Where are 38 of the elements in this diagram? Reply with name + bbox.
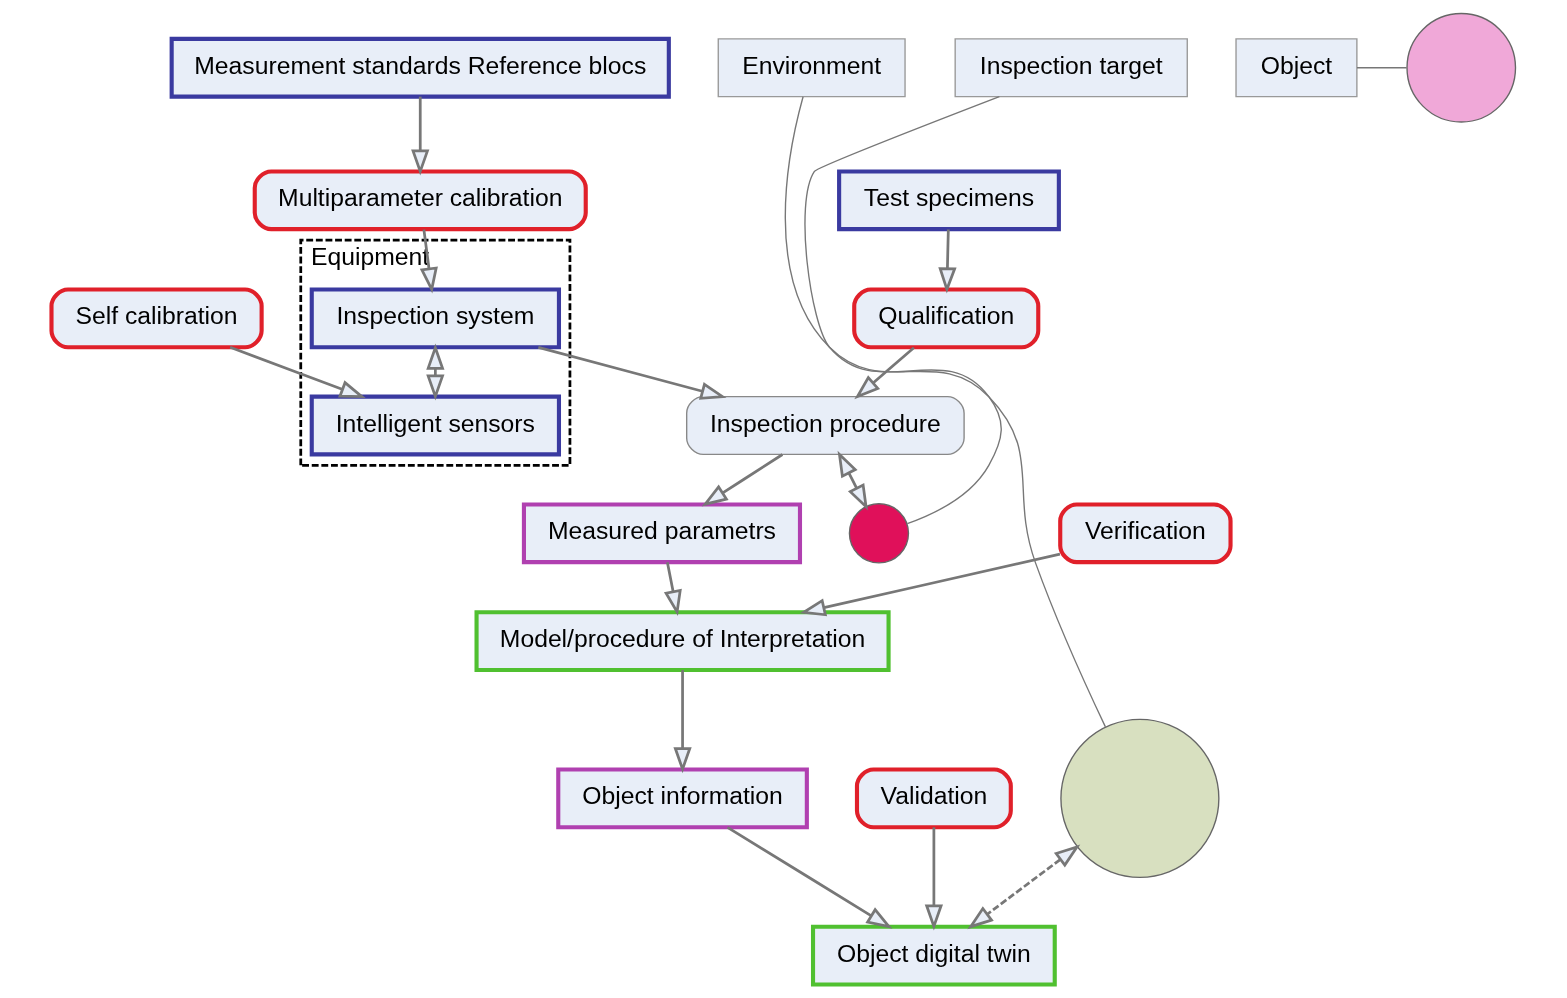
node-box: Qualification xyxy=(852,287,1041,350)
arrow xyxy=(726,826,893,929)
arrow xyxy=(673,670,692,774)
node-box: Inspection procedure xyxy=(686,396,965,456)
node-box: Inspection target xyxy=(954,38,1188,98)
node-box: Validation xyxy=(854,767,1013,830)
node-box: Model/procedure of Interpretation xyxy=(474,610,891,673)
arrow xyxy=(538,346,727,400)
arrow xyxy=(938,229,957,294)
node-box: Object digital twin xyxy=(810,924,1057,987)
node-box: Environment xyxy=(717,38,906,98)
arrow xyxy=(419,229,438,294)
node-box: Measured parametrs xyxy=(521,502,803,565)
node-box: Test specimens xyxy=(837,169,1061,232)
node-box: Multiparameter calibration xyxy=(252,169,588,232)
connector xyxy=(1356,67,1408,69)
node-circle xyxy=(1060,718,1220,879)
arrow xyxy=(799,552,1061,617)
arrow xyxy=(967,844,1081,930)
node-circle xyxy=(1406,12,1517,123)
arrow xyxy=(663,562,682,617)
arrow xyxy=(411,96,430,176)
connector xyxy=(784,96,1107,728)
node-box: Measurement standards Reference blocs xyxy=(169,36,671,99)
arrow xyxy=(924,827,944,931)
node-box: Self calibration xyxy=(49,287,264,350)
node-box: Object xyxy=(1235,38,1358,98)
arrow xyxy=(229,346,366,399)
node-box: Verification xyxy=(1058,502,1233,565)
node-box: Inspection system xyxy=(309,287,561,350)
node-circle xyxy=(848,503,910,564)
arrow xyxy=(837,450,868,511)
arrow xyxy=(426,343,445,401)
connector xyxy=(804,95,1002,525)
arrow xyxy=(854,346,915,400)
node-box: Object information xyxy=(556,767,809,830)
arrow xyxy=(701,453,784,507)
node-box: Intelligent sensors xyxy=(309,394,561,457)
